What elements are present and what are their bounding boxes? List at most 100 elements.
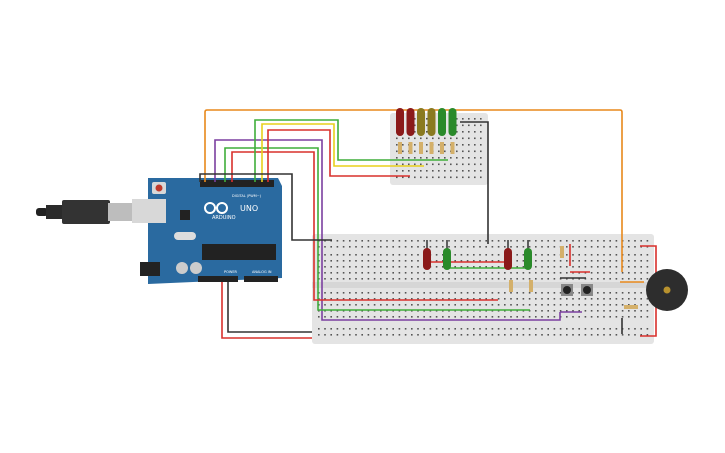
hole bbox=[361, 328, 363, 330]
hole bbox=[621, 334, 624, 336]
hole bbox=[480, 163, 482, 166]
hole bbox=[318, 316, 320, 318]
resistor bbox=[560, 246, 564, 258]
hole bbox=[535, 298, 537, 300]
hole bbox=[367, 246, 370, 248]
hole bbox=[516, 292, 518, 294]
hole bbox=[435, 304, 438, 306]
hole bbox=[473, 298, 475, 300]
hole bbox=[479, 334, 481, 336]
hole bbox=[448, 304, 450, 306]
hole bbox=[450, 163, 452, 166]
hole bbox=[456, 157, 458, 159]
hole bbox=[330, 334, 332, 336]
hole bbox=[609, 278, 611, 280]
hole bbox=[510, 292, 512, 294]
hole bbox=[528, 272, 531, 274]
hole bbox=[454, 240, 456, 242]
hole bbox=[398, 260, 401, 262]
hole bbox=[442, 260, 444, 262]
hole bbox=[404, 240, 407, 242]
hole bbox=[522, 260, 525, 262]
hole bbox=[349, 298, 351, 300]
hole bbox=[628, 334, 630, 336]
hole bbox=[541, 304, 543, 306]
top-leds bbox=[396, 108, 457, 136]
hole bbox=[336, 316, 339, 318]
hole bbox=[491, 328, 494, 330]
hole bbox=[491, 278, 494, 280]
arduino-uno-board[interactable]: ARDUINO UNO DIGITAL (PWM~) POWER ANALOG … bbox=[132, 178, 282, 284]
hole bbox=[466, 254, 469, 256]
hole bbox=[448, 246, 450, 248]
led-green bbox=[448, 108, 457, 136]
hole bbox=[318, 328, 320, 330]
hole bbox=[566, 316, 568, 318]
hole bbox=[392, 304, 394, 306]
hole bbox=[468, 131, 470, 133]
hole bbox=[456, 118, 458, 120]
hole bbox=[504, 316, 506, 318]
hole bbox=[621, 316, 624, 318]
hole bbox=[566, 310, 568, 312]
hole bbox=[402, 170, 404, 172]
hole bbox=[423, 316, 425, 318]
hole bbox=[466, 292, 469, 294]
hole bbox=[572, 260, 574, 262]
hole bbox=[466, 316, 469, 318]
hole bbox=[386, 316, 388, 318]
hole bbox=[541, 266, 543, 268]
hole bbox=[535, 266, 537, 268]
hole bbox=[367, 304, 370, 306]
hole bbox=[584, 310, 587, 312]
hole bbox=[497, 334, 500, 336]
hole bbox=[528, 334, 531, 336]
hole bbox=[417, 260, 419, 262]
hole bbox=[597, 278, 599, 280]
hole bbox=[342, 272, 345, 274]
hole bbox=[553, 310, 556, 312]
hole bbox=[373, 260, 376, 262]
hole bbox=[590, 298, 593, 300]
hole bbox=[628, 328, 630, 330]
hole bbox=[553, 278, 556, 280]
hole bbox=[373, 240, 376, 242]
hole bbox=[646, 266, 649, 268]
hole bbox=[330, 292, 332, 294]
hole bbox=[609, 304, 611, 306]
hole bbox=[324, 292, 326, 294]
hole bbox=[336, 292, 339, 294]
piezo-buzzer[interactable] bbox=[646, 269, 688, 311]
hole bbox=[485, 260, 487, 262]
hole bbox=[609, 316, 611, 318]
hole bbox=[491, 240, 494, 242]
hole bbox=[355, 260, 357, 262]
hole bbox=[454, 292, 456, 294]
hole bbox=[367, 298, 370, 300]
hole bbox=[386, 254, 388, 256]
hole bbox=[373, 334, 376, 336]
hole bbox=[361, 304, 363, 306]
hole bbox=[404, 316, 407, 318]
hole bbox=[336, 278, 339, 280]
hole bbox=[355, 316, 357, 318]
wire-yellow-small bbox=[261, 123, 424, 182]
hole bbox=[426, 157, 428, 159]
hole bbox=[392, 292, 394, 294]
hole bbox=[342, 304, 345, 306]
hole bbox=[566, 254, 568, 256]
main-leds bbox=[423, 240, 532, 270]
hole bbox=[541, 272, 543, 274]
wire-black-power bbox=[227, 282, 312, 333]
hole bbox=[535, 246, 537, 248]
hole bbox=[454, 316, 456, 318]
pushbuttons[interactable] bbox=[561, 284, 593, 296]
hole bbox=[417, 246, 419, 248]
hole bbox=[474, 176, 476, 179]
hole bbox=[473, 272, 475, 274]
hole bbox=[584, 334, 587, 336]
hole bbox=[444, 144, 446, 146]
main-breadboard[interactable] bbox=[312, 234, 654, 344]
hole bbox=[456, 144, 458, 146]
hole bbox=[535, 304, 537, 306]
